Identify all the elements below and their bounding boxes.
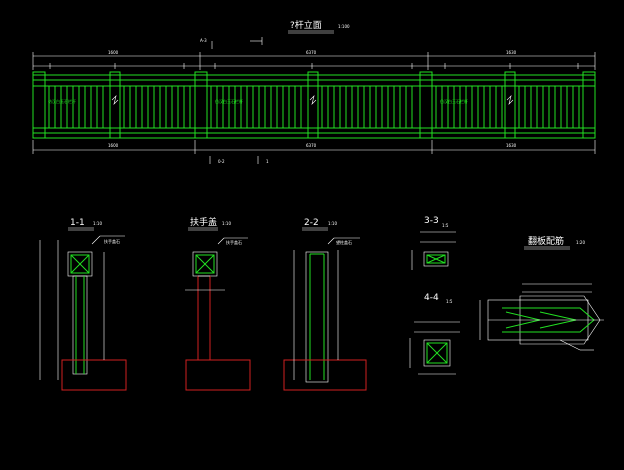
note-panel-1: 仿汉白玉石栏杆 [48,98,76,104]
top-dim-right: 1630 [506,50,517,55]
bottom-dim-mid: 6370 [306,143,317,148]
section-3-3: 3-3 1:5 [411,216,456,270]
section-4-4: 4-4 1:5 [409,293,460,375]
elevation-scale: 1:100 [338,24,350,29]
section-3-3-title: 3-3 [424,216,439,226]
section-1-1-title: 1-1 [70,218,85,228]
bottom-dim-left: 1600 [108,143,119,148]
section-2-2-callout: 望柱盖石 [336,239,352,245]
section-2-2-title: 2-2 [304,218,319,228]
break-mark-3 [506,95,514,105]
top-dimension-chain [32,52,596,70]
bottom-dimension-chain [32,140,596,154]
top-dim-left: 1600 [108,50,119,55]
balusters [48,86,580,128]
detail-title: 翻板配筋 [528,235,564,247]
section-mark-top-a: A-3 [200,38,207,43]
detail-scale: 1:20 [576,240,585,245]
section-2-2-scale: 1:10 [328,221,337,226]
break-mark-1 [111,95,119,105]
elevation-title: ?杆立面 [290,19,322,31]
break-mark-2 [309,95,317,105]
section-3-3-scale: 1:5 [442,223,449,228]
handrail-cap-section: 扶手盖 1:10 [185,216,251,391]
section-mark-bot-label: 0-2 [218,159,225,164]
section-mark-bot-label2: 1 [266,159,269,164]
note-panel-2: 仿汉白玉石栏杆 [215,98,243,104]
bottom-dim-right: 1630 [506,143,517,148]
balustrade-elevation [32,71,596,139]
handrail-callout: 扶手盖石 [226,239,242,245]
section-4-4-scale: 1:5 [446,299,453,304]
rebar-detail: 翻板配筋 1:20 [479,235,604,351]
handrail-scale: 1:10 [222,221,231,226]
handrail-title: 扶手盖 [190,216,217,228]
note-panel-3: 仿汉白玉石栏杆 [440,98,468,104]
section-1-1: 1-1 1:10 [39,218,127,391]
section-1-1-scale: 1:10 [93,221,102,226]
section-2-2: 2-2 1:10 [283,218,367,391]
section-1-1-callout: 扶手盖石 [104,238,120,244]
top-dim-mid: 6370 [306,50,317,55]
section-4-4-title: 4-4 [424,293,439,303]
